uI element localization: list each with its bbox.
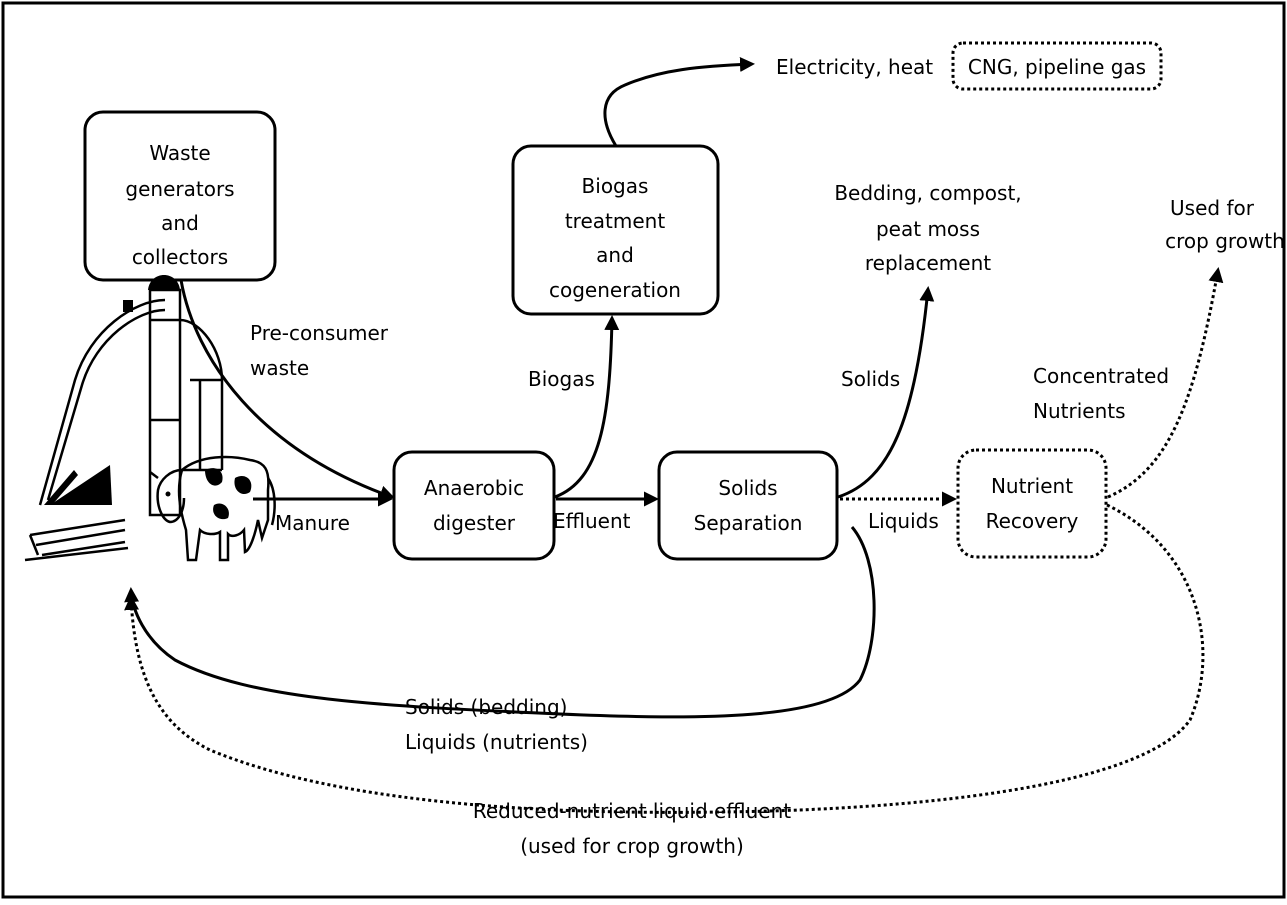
barn-icon — [24, 298, 166, 562]
arrow-pre-consumer-waste — [179, 279, 395, 501]
anaerobic-digester-line-1: Anaerobic — [424, 476, 524, 500]
waste-generators-line-4: collectors — [132, 245, 228, 269]
arrow-solids-liquids-return — [124, 526, 876, 719]
anaerobic-digester-line-2: digester — [433, 511, 516, 535]
solids-bedding-label: Solids (bedding) — [405, 695, 567, 719]
waste-generators-line-3: and — [161, 211, 199, 235]
nutrient-recovery-line-2: Recovery — [986, 509, 1079, 533]
nutrient-recovery-line-1: Nutrient — [991, 474, 1073, 498]
biogas-label: Biogas — [528, 367, 595, 391]
biogas-treatment-line-1: Biogas — [582, 174, 649, 198]
arrow-to-electricity — [603, 56, 755, 147]
liquids-label: Liquids — [868, 509, 939, 533]
biogas-treatment-line-3: and — [596, 243, 634, 267]
pre-consumer-line-2: waste — [250, 356, 309, 380]
liquids-nutrients-label: Liquids (nutrients) — [405, 730, 588, 754]
anaerobic-digester-box: Anaerobic digester — [392, 450, 556, 561]
waste-generators-line-2: generators — [125, 177, 234, 201]
arrow-solids — [837, 286, 935, 499]
reduced-nutrient-line-1: Reduced-nutrient liquid effluent — [473, 799, 791, 823]
pre-consumer-line-1: Pre-consumer — [250, 321, 389, 345]
concentrated-label-line-2: Nutrients — [1033, 399, 1126, 423]
electricity-heat-label: Electricity, heat — [776, 55, 933, 79]
arrow-concentrated-nutrients — [1107, 267, 1224, 499]
biogas-treatment-box: Biogas treatment and cogeneration — [511, 144, 720, 316]
effluent-label: Effluent — [553, 509, 631, 533]
bedding-compost-line-2: peat moss — [876, 217, 980, 241]
cow-icon — [149, 455, 276, 562]
solids-separation-line-1: Solids — [718, 476, 777, 500]
bedding-compost-line-3: replacement — [865, 251, 991, 275]
solids-label: Solids — [841, 367, 900, 391]
manure-label: Manure — [275, 511, 350, 535]
solids-separation-line-2: Separation — [694, 511, 803, 535]
used-for-crop-line-1: Used for — [1170, 196, 1255, 220]
solids-separation-box: Solids Separation — [657, 450, 839, 561]
waste-generators-line-1: Waste — [149, 141, 210, 165]
biogas-treatment-line-4: cogeneration — [549, 278, 681, 302]
biogas-treatment-line-2: treatment — [565, 209, 665, 233]
nutrient-recovery-box: Nutrient Recovery — [956, 448, 1108, 559]
bedding-compost-line-1: Bedding, compost, — [834, 181, 1021, 205]
concentrated-label-line-1: Concentrated — [1033, 364, 1169, 388]
cng-pipeline-gas-label: CNG, pipeline gas — [968, 55, 1146, 79]
waste-generators-box: Waste generators and collectors — [83, 110, 277, 282]
reduced-nutrient-line-2: (used for crop growth) — [520, 834, 744, 858]
cng-pipeline-gas-box: CNG, pipeline gas — [951, 41, 1163, 91]
used-for-crop-line-2: crop growth — [1165, 229, 1285, 253]
arrow-biogas — [554, 315, 620, 499]
